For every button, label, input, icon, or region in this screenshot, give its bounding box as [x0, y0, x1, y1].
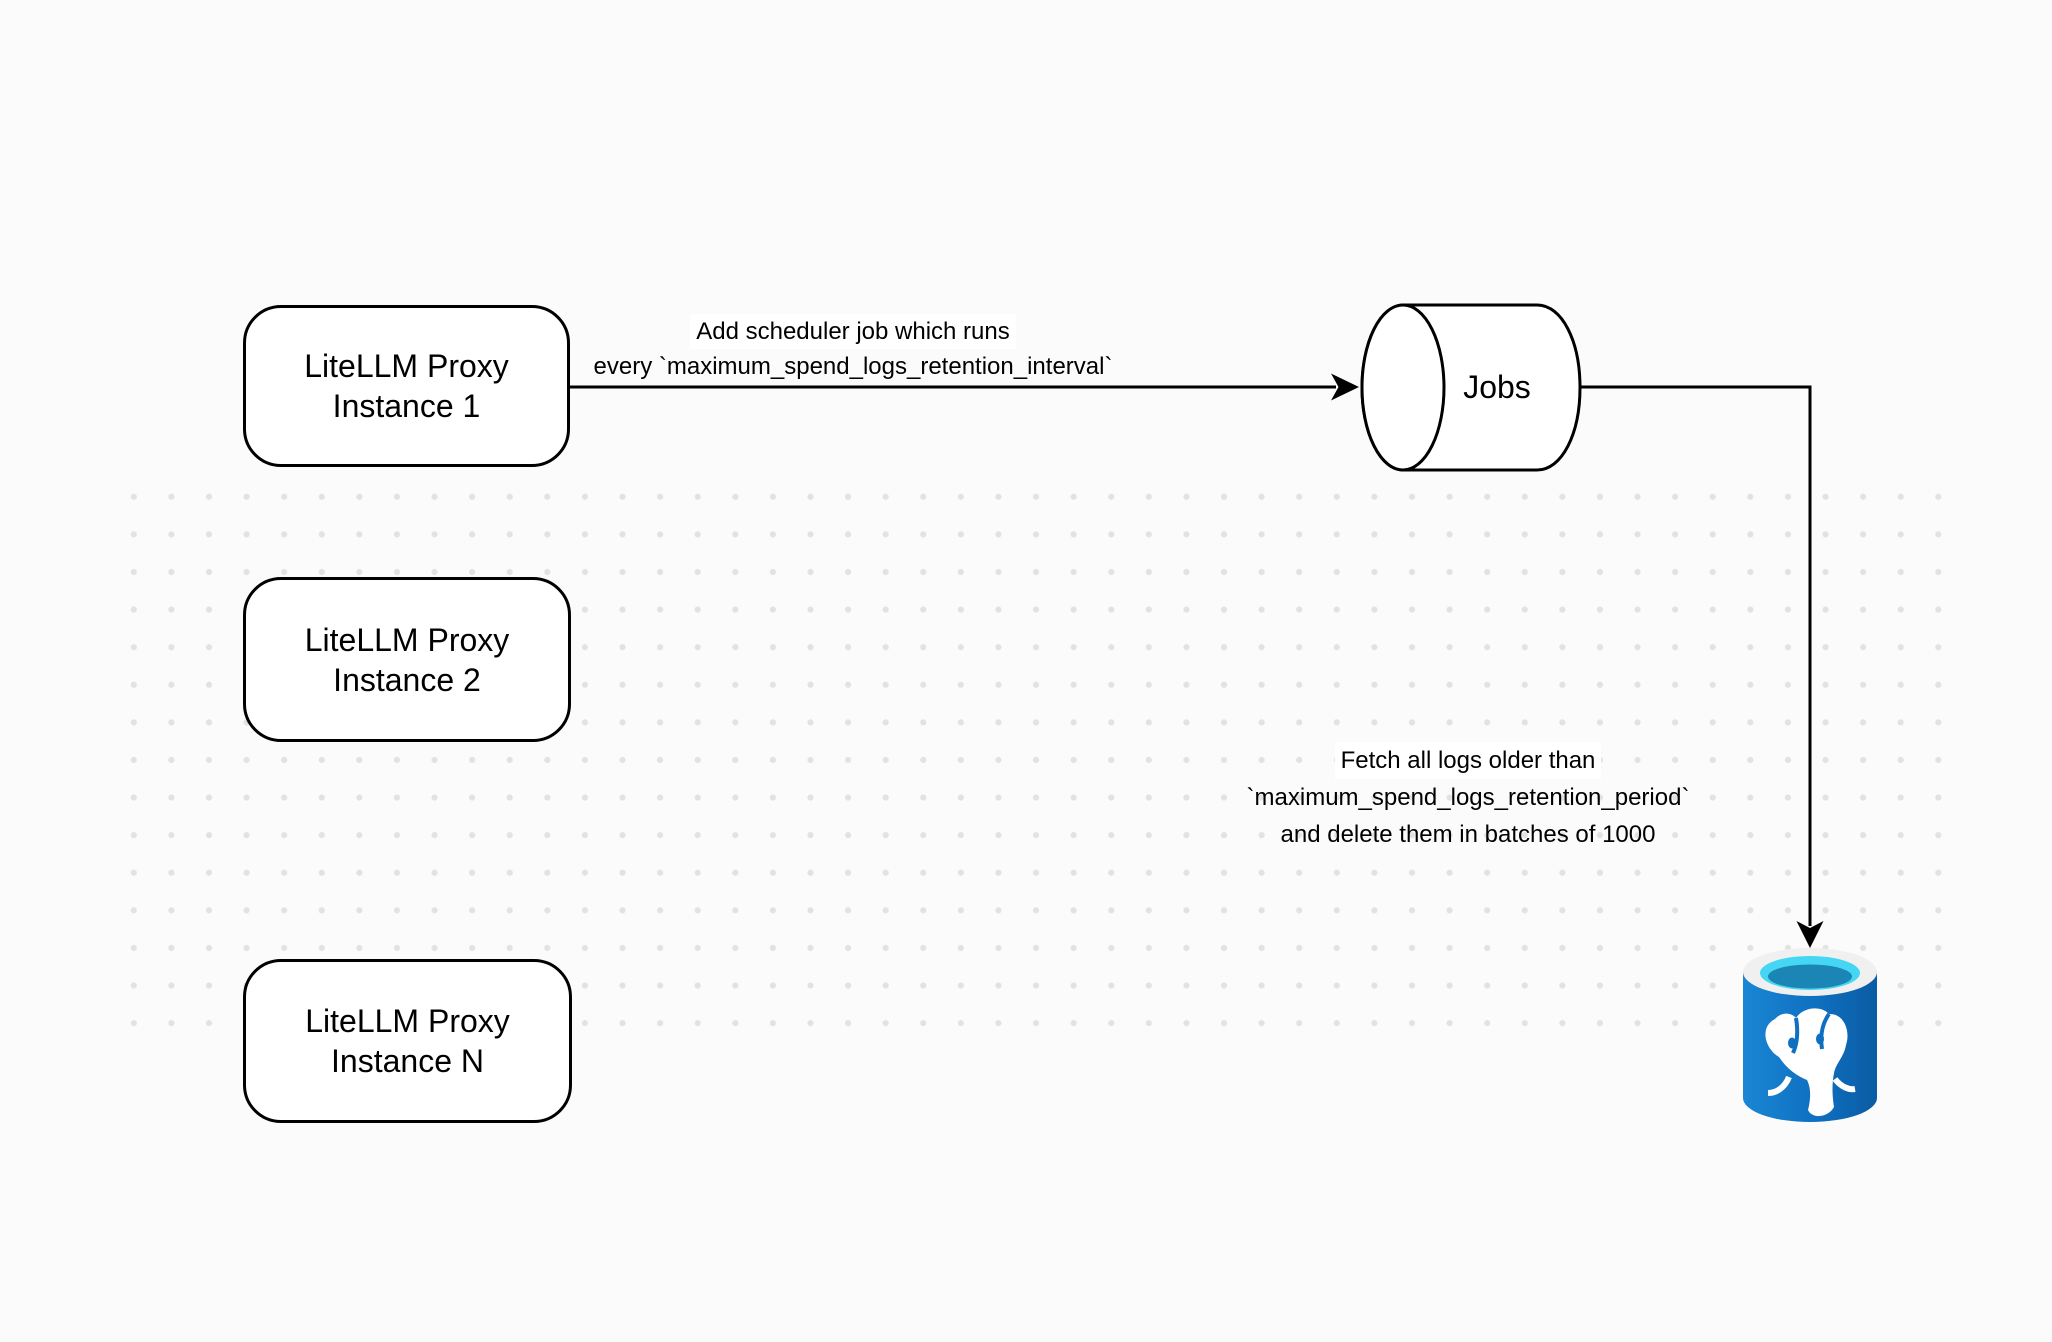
node-litellm-proxy-instance-1: LiteLLM Proxy Instance 1 — [243, 305, 570, 467]
scheduler-arrow — [570, 373, 1359, 401]
node-litellm-proxy-instance-2: LiteLLM Proxy Instance 2 — [243, 577, 571, 742]
node-label-line: Instance N — [331, 1043, 484, 1079]
cylinder-face — [1360, 303, 1446, 472]
node-label-line: Instance 2 — [333, 661, 481, 698]
label-line-1: Add scheduler job which runs — [690, 314, 1016, 349]
delete-arrow-label: Fetch all logs older than `maximum_spend… — [1188, 742, 1748, 853]
node-litellm-proxy-instance-n: LiteLLM Proxy Instance N — [243, 959, 572, 1123]
label-line-1: Fetch all logs older than — [1334, 742, 1602, 779]
delete-arrow — [1580, 385, 1824, 948]
postgres-elephant-icon — [1765, 1008, 1856, 1117]
jobs-label: Jobs — [1463, 369, 1531, 405]
db-top-inner — [1768, 964, 1852, 989]
node-label-line: LiteLLM Proxy — [304, 348, 509, 384]
jobs-queue-node: Jobs — [1360, 303, 1582, 472]
scheduler-arrow-label: Add scheduler job which runs every `maxi… — [573, 314, 1133, 384]
node-label-line: Instance 1 — [332, 388, 481, 424]
label-line-2: `maximum_spend_logs_retention_period` — [1246, 784, 1690, 811]
postgresql-database-icon — [1743, 948, 1877, 1122]
label-line-2: every `maximum_spend_logs_retention_inte… — [593, 353, 1113, 380]
node-label-line: LiteLLM Proxy — [305, 1003, 510, 1039]
dot-grid-background — [115, 478, 1970, 1044]
label-line-3: and delete them in batches of 1000 — [1280, 821, 1656, 848]
node-label-line: LiteLLM Proxy — [304, 621, 510, 658]
